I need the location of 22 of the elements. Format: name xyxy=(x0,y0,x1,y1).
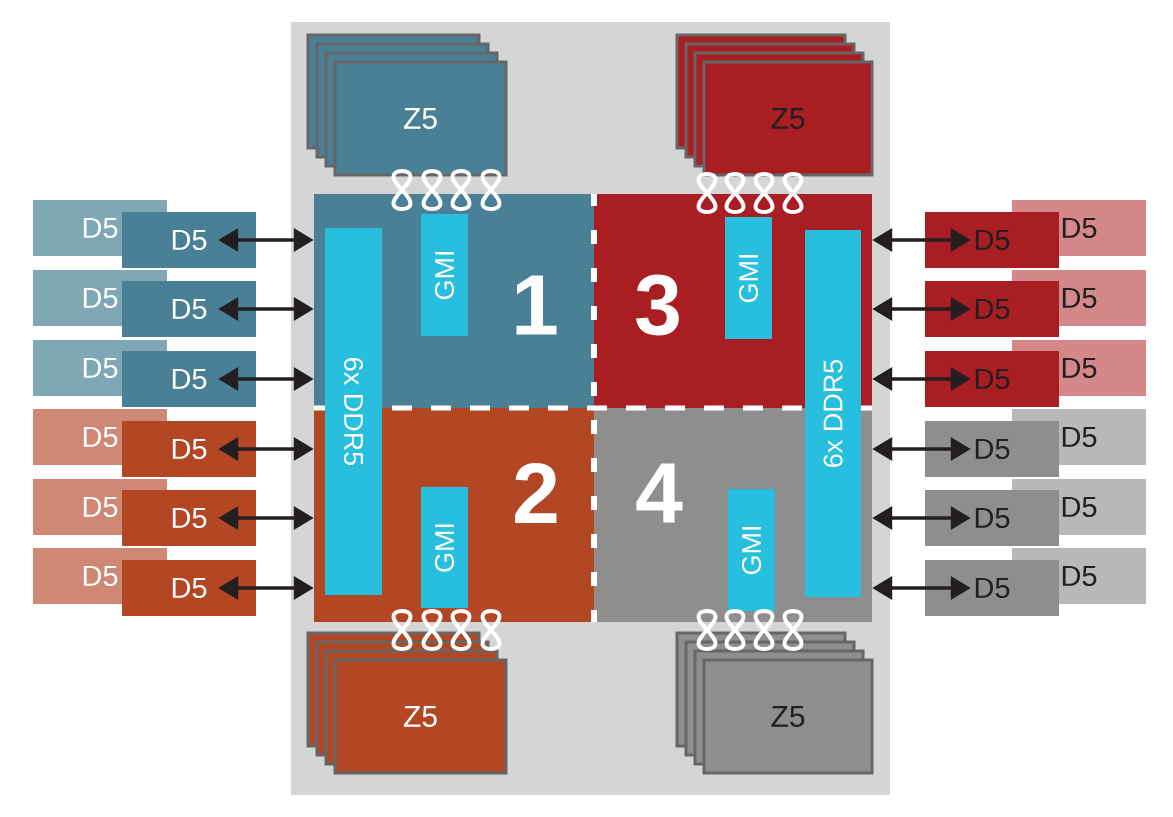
module-box: D5 xyxy=(122,560,256,616)
module-box: D5 xyxy=(122,421,256,477)
module-box: D5 xyxy=(925,351,1059,407)
vertical-bar: GMI xyxy=(421,214,468,336)
vertical-bar: GMI xyxy=(421,487,468,608)
module-box: D5 xyxy=(925,560,1059,616)
module-box: D5 xyxy=(925,212,1059,268)
vertical-bar: 6x DDR5 xyxy=(805,230,861,597)
vertical-bar: GMI xyxy=(725,217,772,339)
vertical-bar: GMI xyxy=(728,489,775,611)
module-box: D5 xyxy=(925,490,1059,546)
vertical-bar: 6x DDR5 xyxy=(325,228,382,595)
chiplet-card: Z5 xyxy=(702,60,874,177)
module-box: D5 xyxy=(122,212,256,268)
chiplet-card: Z5 xyxy=(333,658,508,775)
module-box: D5 xyxy=(122,281,256,337)
chiplet-card: Z5 xyxy=(702,658,874,775)
module-box: D5 xyxy=(925,421,1059,477)
chiplet-card: Z5 xyxy=(333,60,508,177)
module-box: D5 xyxy=(122,351,256,407)
module-box: D5 xyxy=(122,490,256,546)
module-box: D5 xyxy=(925,281,1059,337)
